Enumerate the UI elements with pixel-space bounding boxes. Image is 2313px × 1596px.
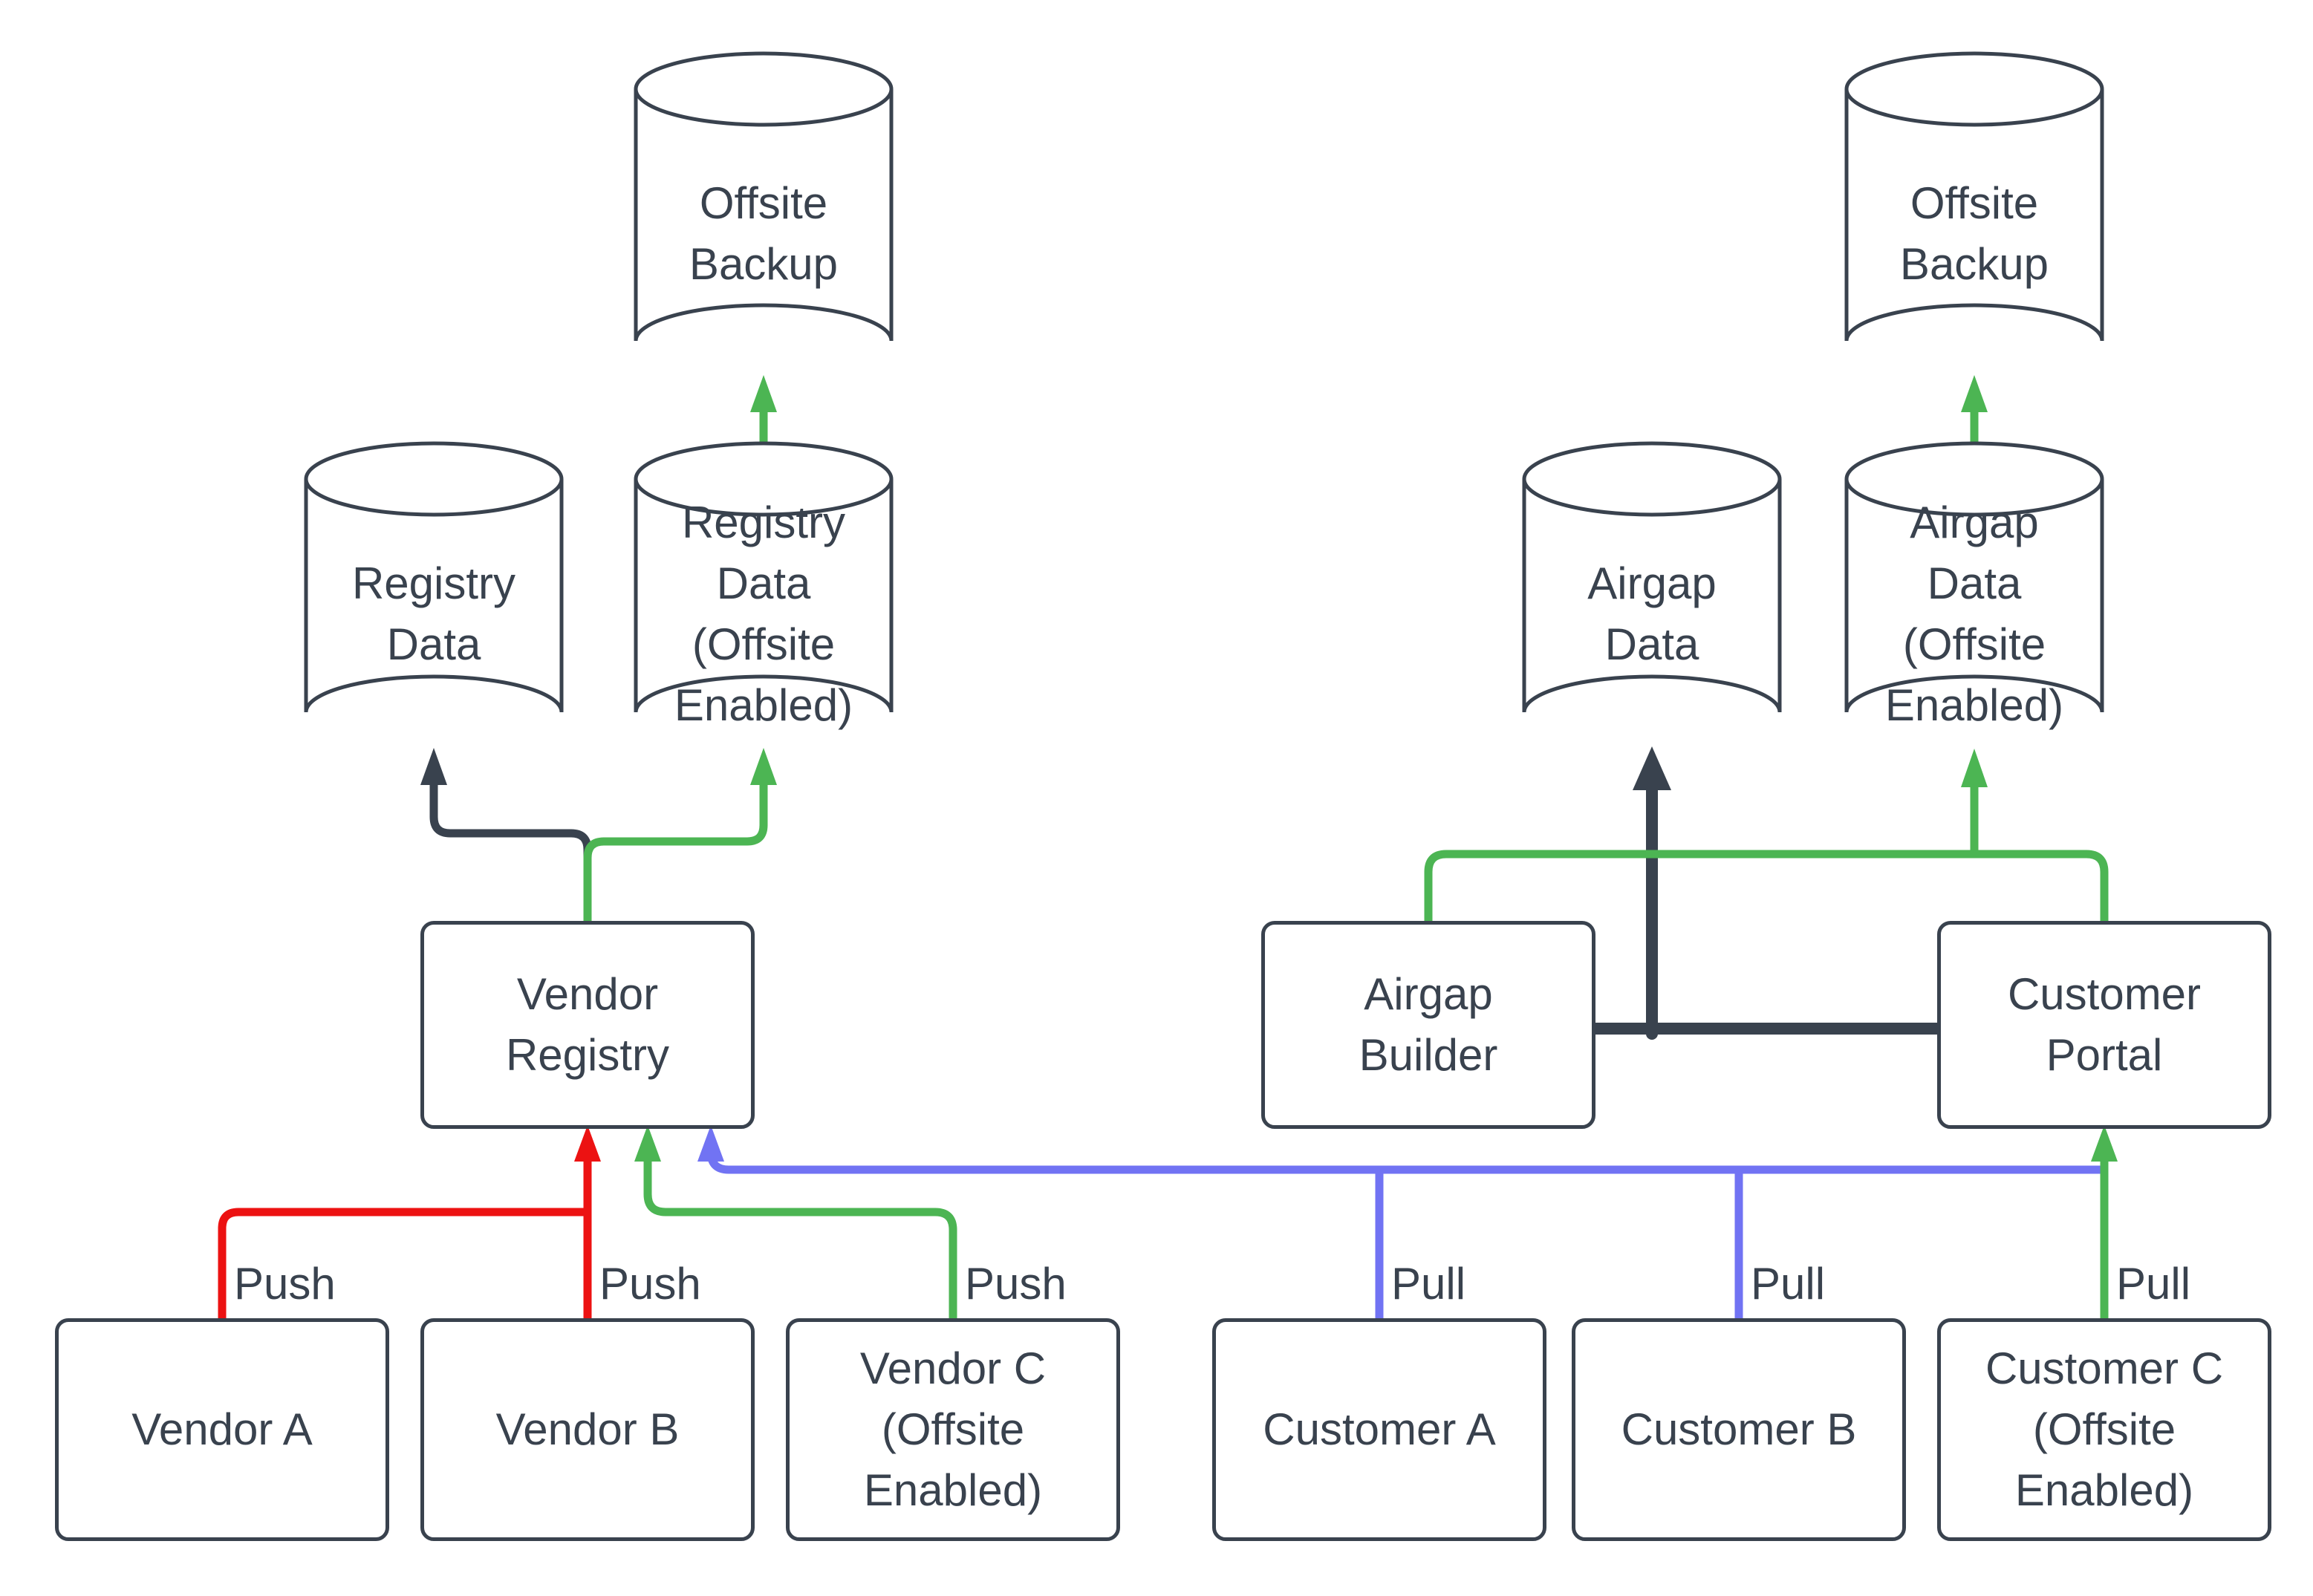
edge-label-push-vendor-a: Push	[234, 1259, 336, 1309]
edge-label-push-vendor-c: Push	[965, 1259, 1067, 1309]
cylinder-offsite-backup-right	[1844, 51, 2104, 342]
edge-label-push-vendor-b: Push	[599, 1259, 701, 1309]
arrowhead-push-red	[574, 1125, 601, 1162]
arrowhead-pull-blue	[697, 1125, 724, 1162]
label-vendor-a: Vendor A	[131, 1404, 313, 1454]
cylinder-airgap-data-offsite	[1844, 441, 2104, 713]
arrowhead-offsite-backup-right	[1961, 375, 1988, 412]
cylinder-registry-data-offsite	[634, 441, 894, 713]
connector-vendor-c-push-green	[634, 1125, 957, 1318]
connector-customers-pull-blue	[697, 1125, 2104, 1318]
label-customer-c: Customer C (Offsite Enabled)	[1985, 1343, 2224, 1515]
connector-registry-offsite-backup	[750, 375, 777, 443]
connector-airgap-offsite-backup	[1961, 375, 1988, 443]
box-customer-c: Customer C (Offsite Enabled)	[1937, 1318, 2271, 1541]
box-customer-portal: Customer Portal	[1937, 921, 2271, 1129]
label-vendor-registry: Vendor Registry	[505, 969, 670, 1080]
arrowhead-registry-data	[420, 748, 447, 785]
edge-label-pull-customer-b: Pull	[1751, 1259, 1826, 1309]
box-customer-a: Customer A	[1212, 1318, 1546, 1541]
arrowhead-push-green	[634, 1125, 661, 1162]
box-vendor-registry: Vendor Registry	[420, 921, 755, 1129]
connector-vendor-registry-registry-data-offsite	[583, 748, 777, 921]
arrowhead-airgap-data-offsite	[1961, 749, 1988, 787]
arrowhead-pull-green	[2091, 1125, 2118, 1162]
label-customer-portal: Customer Portal	[2007, 969, 2202, 1080]
label-vendor-c: Vendor C (Offsite Enabled)	[859, 1343, 1047, 1515]
cylinder-registry-data	[304, 441, 564, 713]
box-vendor-b: Vendor B	[420, 1318, 755, 1541]
connector-vendor-registry-registry-data	[420, 748, 592, 921]
label-customer-a: Customer A	[1263, 1404, 1496, 1454]
connector-vendors-push-red	[218, 1125, 601, 1318]
box-vendor-a: Vendor A	[55, 1318, 389, 1541]
edge-label-pull-customer-c: Pull	[2116, 1259, 2191, 1309]
label-customer-b: Customer B	[1621, 1404, 1857, 1454]
arrowhead-registry-data-offsite	[750, 748, 777, 785]
connector-airgap-data-dark	[1590, 746, 1943, 1040]
connector-customer-c-pull-green	[2091, 1125, 2118, 1318]
arrowhead-airgap-data	[1633, 746, 1671, 790]
cylinder-offsite-backup-left	[634, 51, 894, 342]
box-vendor-c: Vendor C (Offsite Enabled)	[786, 1318, 1120, 1541]
edge-label-pull-customer-a: Pull	[1391, 1259, 1466, 1309]
label-vendor-b: Vendor B	[495, 1404, 680, 1454]
label-airgap-builder: Airgap Builder	[1359, 969, 1498, 1080]
connector-airgap-data-offsite-green	[1424, 749, 2109, 921]
box-customer-b: Customer B	[1572, 1318, 1906, 1541]
cylinder-airgap-data	[1522, 441, 1782, 713]
arrowhead-offsite-backup-left	[750, 375, 777, 412]
box-airgap-builder: Airgap Builder	[1261, 921, 1595, 1129]
